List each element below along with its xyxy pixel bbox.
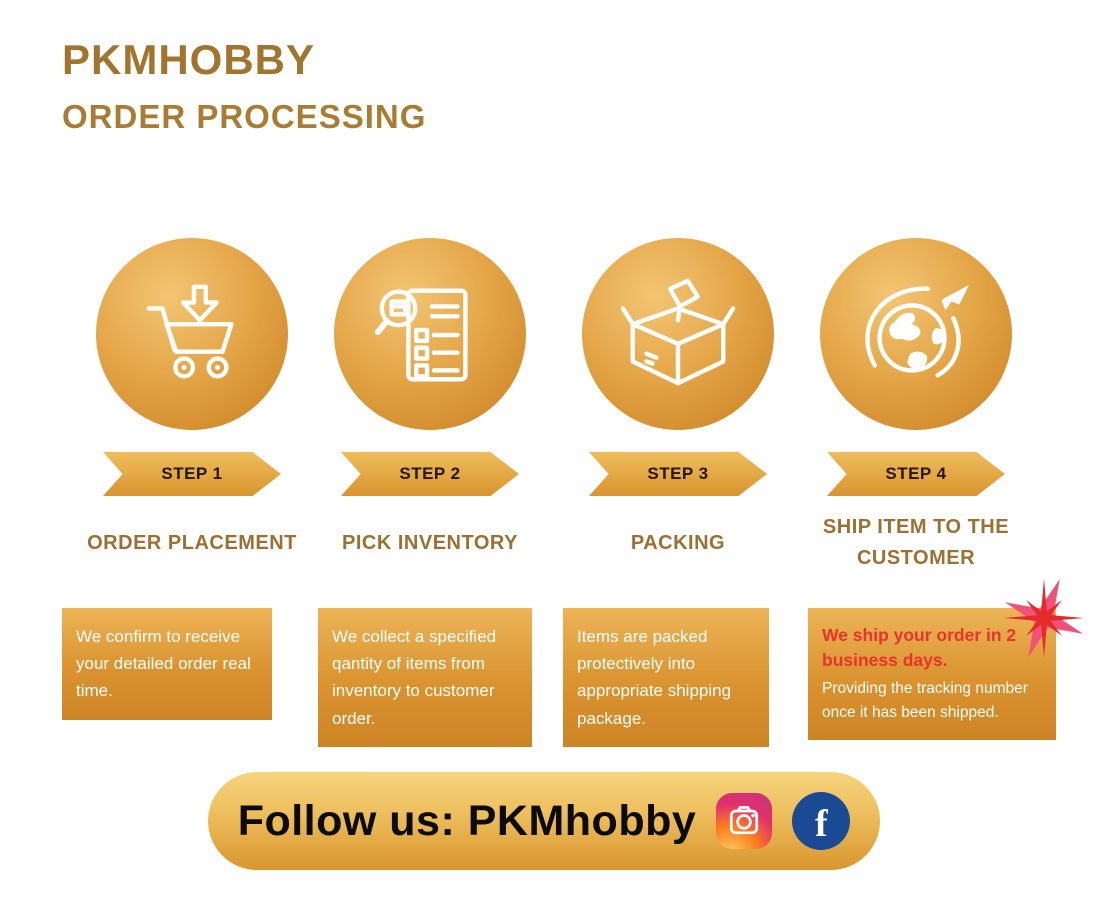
step1-badge: STEP 1 — [103, 452, 281, 496]
step4-description-box: We ship your order in 2 business days. P… — [808, 578, 1084, 740]
step4-title: SHIP ITEM TO THE CUSTOMER — [822, 516, 1010, 569]
step1-title: ORDER PLACEMENT — [87, 531, 297, 554]
step-column-3: STEP 3 PACKING — [568, 238, 788, 576]
brand-title: PKMHOBBY — [62, 36, 316, 83]
step1-circle — [96, 238, 288, 430]
step4-circle — [820, 238, 1012, 430]
step3-description-box: Items are packed protectively into appro… — [563, 608, 769, 747]
step3-badge: STEP 3 — [589, 452, 767, 496]
step4-badge: STEP 4 — [827, 452, 1005, 496]
step2-circle — [334, 238, 526, 430]
facebook-icon[interactable]: f — [792, 792, 851, 850]
step-column-4: STEP 4 SHIP ITEM TO THE CUSTOMER — [806, 238, 1026, 576]
globe-plane-icon — [865, 284, 970, 378]
instagram-icon[interactable] — [716, 793, 773, 849]
follow-pill: Follow us: PKMhobby f — [208, 772, 880, 870]
step2-badge: STEP 2 — [341, 452, 519, 496]
step2-title: PICK INVENTORY — [342, 531, 518, 554]
starburst-icon — [1004, 578, 1084, 658]
step-column-1: STEP 1 ORDER PLACEMENT — [82, 238, 302, 576]
step1-description-box: We confirm to receive your detailed orde… — [62, 608, 272, 720]
step-column-2: STEP 2 PICK INVENTORY — [320, 238, 540, 576]
cart-download-icon — [146, 284, 234, 379]
header: PKMHOBBY ORDER PROCESSING — [62, 36, 426, 136]
follow-label: Follow us: PKMhobby — [237, 796, 697, 845]
pick-inventory-icon — [374, 288, 468, 382]
step3-circle — [582, 238, 774, 430]
packing-box-icon — [620, 278, 736, 386]
step2-description-box: We collect a specified qantity of items … — [318, 608, 532, 747]
step4-description-rest: Providing the tracking number once it ha… — [822, 679, 1028, 721]
page-title: ORDER PROCESSING — [62, 98, 427, 135]
step3-title: PACKING — [630, 531, 726, 554]
step4-description-highlight: We ship your order in 2 business days. — [822, 625, 1017, 671]
